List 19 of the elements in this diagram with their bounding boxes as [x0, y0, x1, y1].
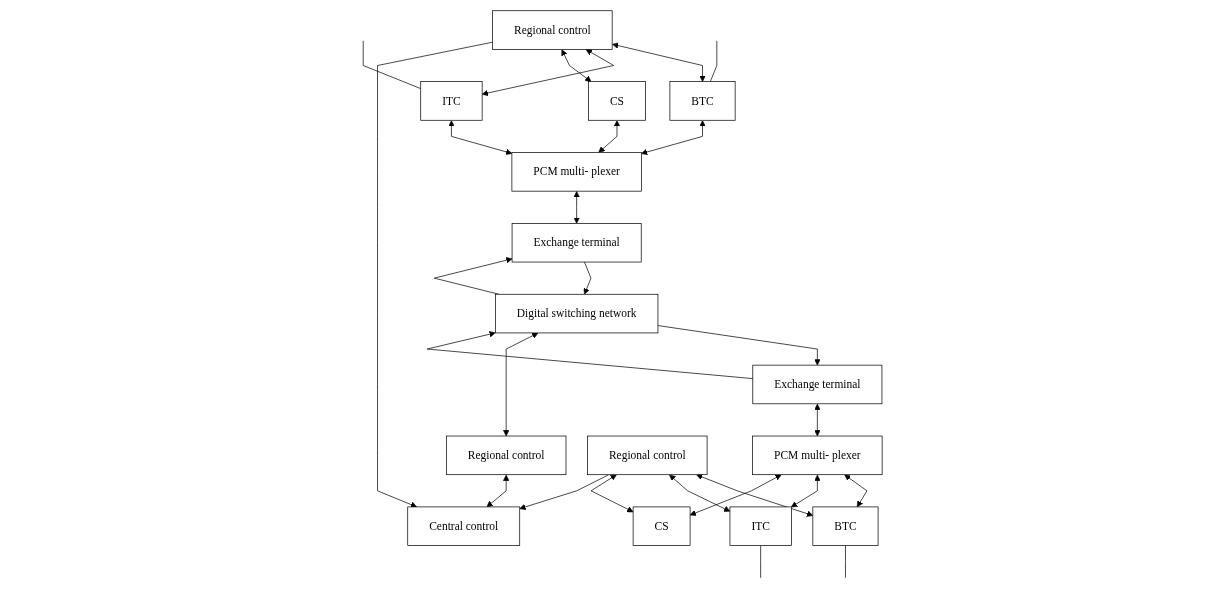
connector: [709, 40, 717, 82]
node-box: ITC: [729, 506, 792, 546]
connector: [844, 545, 846, 579]
node-box: Regional control: [445, 435, 566, 476]
node-box: ITC: [419, 81, 483, 121]
node-box: BTC: [812, 506, 878, 546]
node-box: Regional control: [491, 10, 613, 50]
connector: [759, 545, 761, 579]
node-box: CS: [587, 81, 646, 121]
node-box: CS: [632, 506, 690, 546]
node-box: PCM multi- plexer: [751, 435, 883, 476]
node-box: Central control: [406, 506, 520, 546]
node-box: BTC: [669, 81, 736, 121]
node-box: Regional control: [586, 435, 707, 476]
node-box: Exchange terminal: [511, 223, 642, 263]
node-box: PCM multi- plexer: [511, 152, 642, 192]
node-box: Digital switching network: [494, 293, 658, 334]
connector: [362, 40, 421, 89]
node-box: Exchange terminal: [752, 364, 882, 405]
